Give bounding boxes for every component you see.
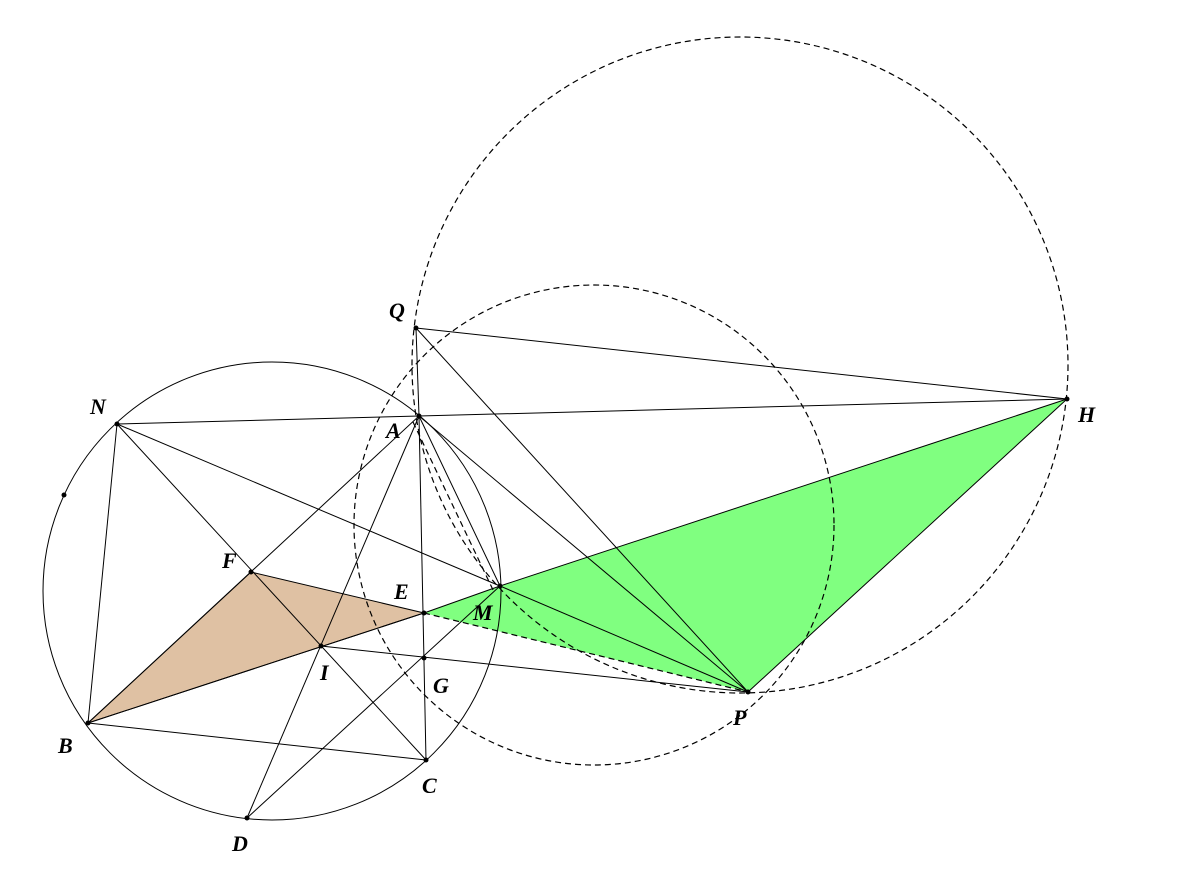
segments <box>87 327 1068 819</box>
segment-ip <box>320 645 749 693</box>
label-n: N <box>89 394 107 419</box>
label-i: I <box>319 660 330 685</box>
label-m: M <box>472 600 494 625</box>
circle-abc <box>42 361 502 821</box>
segment-nb <box>87 423 118 724</box>
segment-ab <box>87 415 420 724</box>
label-a: A <box>384 418 401 443</box>
segment-bc <box>87 722 427 761</box>
segment-em <box>423 585 501 614</box>
segment-ad <box>246 415 420 819</box>
circle-amp-dashed <box>353 284 835 766</box>
label-b: B <box>57 733 73 758</box>
segment-be <box>87 612 425 724</box>
point-i <box>318 643 324 649</box>
segment-ap <box>418 415 749 693</box>
label-d: D <box>231 831 248 856</box>
point-p <box>745 689 751 695</box>
segment-qp <box>415 327 749 693</box>
triangle-bfe-fill <box>87 571 426 724</box>
segment-ae-dashed <box>412 421 495 593</box>
label-f: F <box>221 548 237 573</box>
segment-qh <box>415 327 1068 400</box>
segment-qa <box>415 327 420 417</box>
segment-am <box>418 415 501 587</box>
label-p: P <box>732 705 747 730</box>
segment-dm <box>246 585 501 819</box>
label-g: G <box>433 673 449 698</box>
labels: Q A N H F E M I G P B C D <box>57 298 1096 856</box>
segment-ep-dashed <box>423 612 749 693</box>
point-m <box>497 583 503 589</box>
point-extra <box>61 492 67 498</box>
point-b <box>85 720 91 726</box>
points <box>61 325 1070 821</box>
point-q <box>413 325 419 331</box>
point-n <box>114 421 120 427</box>
label-c: C <box>422 773 437 798</box>
region-empmh-fill <box>424 399 1067 692</box>
segment-mh <box>499 398 1068 587</box>
label-e: E <box>393 579 409 604</box>
segment-nm <box>116 423 501 587</box>
point-c <box>423 757 429 763</box>
label-q: Q <box>389 298 405 323</box>
point-h <box>1064 396 1070 402</box>
point-e <box>421 610 427 616</box>
segment-ac <box>418 415 427 761</box>
point-f <box>248 569 254 575</box>
point-d <box>244 815 250 821</box>
segment-hp <box>747 398 1068 693</box>
segment-nc <box>116 423 427 761</box>
point-g <box>421 655 427 661</box>
circle-qhp-dashed <box>411 36 1069 694</box>
label-h: H <box>1077 402 1096 427</box>
point-a <box>416 413 422 419</box>
segment-nh <box>116 398 1068 425</box>
segment-mp <box>499 585 749 693</box>
